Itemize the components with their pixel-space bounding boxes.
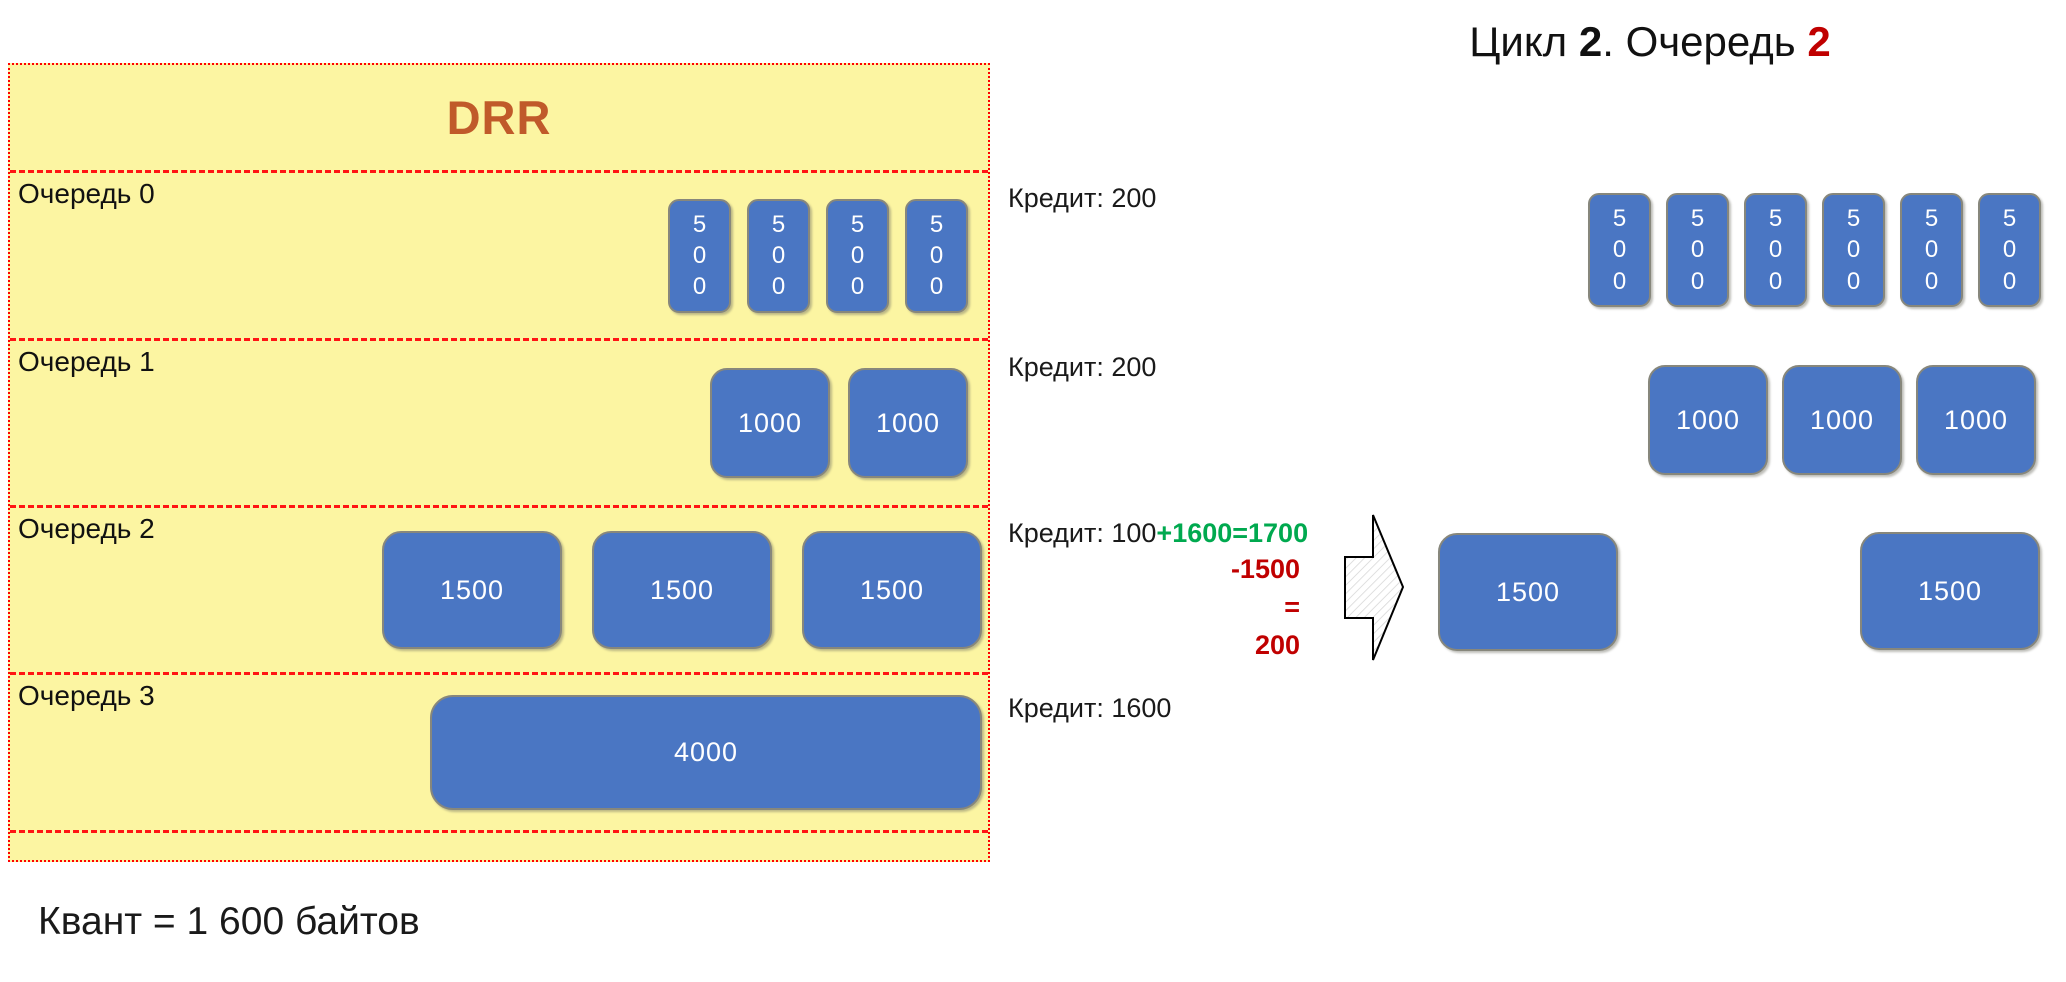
credit-subtract: -1500 — [1230, 554, 1300, 584]
queue-3-packets: 4000 — [10, 675, 988, 830]
queue-3-label: Очередь 3 — [18, 680, 155, 711]
credit-queue-2-base: Кредит: 100 — [1008, 518, 1157, 548]
packet-value: 1500 — [1917, 575, 1983, 606]
queue-row-0: Очередь 0 500 500 500 500 — [10, 170, 988, 338]
packet-value: 1000 — [1675, 404, 1741, 435]
packet-500: 500 — [826, 198, 889, 313]
packet-value: 500 — [1612, 205, 1627, 295]
packet-value: 1500 — [649, 574, 715, 605]
packet-value: 1000 — [875, 407, 941, 438]
packet-value: 500 — [1690, 205, 1705, 295]
drr-header: DRR — [10, 65, 988, 170]
packet-value: 500 — [2002, 205, 2017, 295]
after-queue-1-packets: 1000 1000 1000 — [1648, 365, 2036, 475]
packet-value: 1000 — [737, 407, 803, 438]
after-queue-0-packets: 500 500 500 500 500 500 — [1588, 193, 2041, 307]
queue-1-packets: 1000 1000 — [10, 341, 988, 505]
credit-queue-3: Кредит: 1600 — [1008, 693, 1172, 723]
packet-value: 500 — [1924, 205, 1939, 295]
packet-500: 500 — [747, 198, 810, 313]
packet-1000: 1000 — [1916, 365, 2036, 475]
packet-500: 500 — [1744, 193, 1807, 307]
queue-0-packets: 500 500 500 500 — [10, 173, 988, 338]
credit-queue-2-add: +1600=1700 — [1156, 518, 1309, 548]
packet-500: 500 — [668, 198, 731, 313]
queue-row-1: Очередь 1 1000 1000 — [10, 338, 988, 505]
credit-equals: = — [1284, 592, 1300, 622]
packet-value: 1000 — [1943, 404, 2009, 435]
title-separator: . — [1602, 18, 1626, 65]
packet-4000: 4000 — [430, 695, 982, 810]
drr-title: DRR — [446, 91, 552, 144]
queue-row-3: Очередь 3 4000 — [10, 672, 988, 830]
packet-value: 1500 — [439, 574, 505, 605]
dequeued-packet-1500: 1500 — [1438, 533, 1618, 651]
queue-row-2: Очередь 2 1500 1500 1500 — [10, 505, 988, 672]
packet-500: 500 — [1822, 193, 1885, 307]
packet-1500: 1500 — [592, 531, 772, 649]
packet-value: 500 — [692, 210, 707, 301]
packet-1000: 1000 — [1648, 365, 1768, 475]
packet-500: 500 — [1900, 193, 1963, 307]
right-block-arrow-icon — [1344, 514, 1405, 661]
packet-500: 500 — [1978, 193, 2041, 307]
credit-queue-2-calculation: -1500 = 200 — [1008, 550, 1300, 664]
quantum-note: Квант = 1 600 байтов — [38, 900, 420, 943]
packet-value: 500 — [771, 210, 786, 301]
packet-value: 500 — [929, 210, 944, 301]
queue-number: 2 — [1807, 18, 1831, 65]
packet-1000: 1000 — [848, 368, 968, 478]
drr-queue-box: DRR Очередь 0 500 500 500 500 Очередь 1 … — [8, 63, 990, 862]
packet-500: 500 — [1666, 193, 1729, 307]
queue-0-label: Очередь 0 — [18, 178, 155, 209]
credit-queue-2: Кредит: 100+1600=1700 — [1008, 518, 1308, 549]
credit-queue-0: Кредит: 200 — [1008, 183, 1157, 213]
queue-prefix: Очередь — [1625, 18, 1808, 65]
packet-1500: 1500 — [382, 531, 562, 649]
packet-value: 4000 — [673, 737, 739, 767]
packet-value: 1500 — [1495, 576, 1561, 607]
credit-queue-1: Кредит: 200 — [1008, 352, 1157, 382]
packet-value: 500 — [1768, 205, 1783, 295]
packet-1500: 1500 — [802, 531, 982, 649]
packet-value: 500 — [1846, 205, 1861, 295]
cycle-prefix: Цикл — [1469, 18, 1579, 65]
packet-1000: 1000 — [1782, 365, 1902, 475]
packet-value: 1500 — [859, 574, 925, 605]
queue-2-packets: 1500 1500 1500 — [10, 508, 988, 672]
cycle-title: Цикл 2. Очередь 2 — [1390, 18, 1910, 66]
cycle-number: 2 — [1578, 18, 1603, 65]
packet-500: 500 — [1588, 193, 1651, 307]
drr-box-bottom-strip — [10, 830, 988, 860]
packet-500: 500 — [905, 198, 968, 313]
queue-1-label: Очередь 1 — [18, 346, 155, 377]
credit-result: 200 — [1254, 630, 1300, 660]
packet-value: 1000 — [1809, 404, 1875, 435]
packet-value: 500 — [850, 210, 865, 301]
queue-2-label: Очередь 2 — [18, 513, 155, 544]
remaining-packet-1500: 1500 — [1860, 532, 2040, 650]
packet-1000: 1000 — [710, 368, 830, 478]
